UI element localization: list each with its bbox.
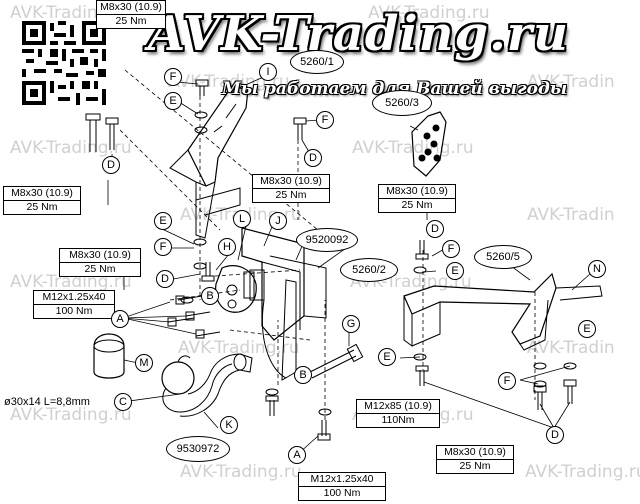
callout-c: C — [114, 393, 132, 411]
part-code-5260-3: 5260/3 — [372, 90, 432, 116]
tow-ball-spec: ø30x14 L=8,8mm — [4, 396, 90, 408]
spec-box-left-h: M8x30 (10.9) 25 Nm — [59, 248, 141, 277]
callout-d: D — [156, 270, 174, 288]
callout-i: I — [259, 63, 277, 81]
spec-box-left-d: M8x30 (10.9) 25 Nm — [3, 186, 81, 215]
spec-thread: M8x30 (10.9) — [11, 187, 73, 199]
part-code-5260-1: 5260/1 — [290, 50, 344, 74]
callout-g: G — [342, 315, 360, 333]
spec-torque: 25 Nm — [253, 188, 329, 202]
callout-a: A — [288, 446, 306, 464]
spec-thread: M8x30 (10.9) — [100, 1, 162, 13]
callout-e: E — [378, 348, 396, 366]
slogan-watermark: Мы работаем для Вашей выгоды — [222, 79, 568, 99]
spec-torque: 100 Nm — [299, 486, 385, 500]
callout-d: D — [426, 220, 444, 238]
callout-f: F — [442, 240, 460, 258]
part-code-5260-2: 5260/2 — [340, 258, 398, 282]
spec-torque: 25 Nm — [60, 262, 140, 276]
part-code-9530972: 9530972 — [166, 436, 230, 462]
callout-j: J — [269, 212, 287, 230]
callout-k: K — [220, 416, 238, 434]
callout-h: H — [218, 238, 236, 256]
spec-box-top: M8x30 (10.9) 25 Nm — [96, 0, 166, 29]
callout-e: E — [164, 92, 182, 110]
part-code-9520092: 9520092 — [296, 228, 358, 252]
brand-watermark: AVK-Trading.ru — [148, 6, 569, 62]
callout-m: M — [135, 354, 153, 372]
spec-box-center-d: M8x30 (10.9) 25 Nm — [252, 174, 330, 203]
callout-f: F — [498, 372, 516, 390]
callout-b: B — [294, 366, 312, 384]
spec-box-right-d: M8x30 (10.9) 25 Nm — [378, 184, 456, 213]
spec-thread: M8x30 (10.9) — [386, 185, 448, 197]
spec-thread: M8x30 (10.9) — [444, 446, 506, 458]
qr-code — [20, 19, 108, 107]
callout-f: F — [164, 68, 182, 86]
spec-torque: 25 Nm — [97, 14, 165, 28]
callout-l: L — [233, 210, 251, 228]
callout-e: E — [446, 262, 464, 280]
spec-thread: M12x85 (10.9) — [364, 400, 432, 412]
spec-torque: 25 Nm — [4, 200, 80, 214]
callout-e: E — [154, 212, 172, 230]
callout-d: D — [304, 149, 322, 167]
callout-d: D — [102, 156, 120, 174]
spec-torque: 25 Nm — [437, 459, 513, 473]
callout-e: E — [578, 320, 596, 338]
callout-n: N — [588, 260, 606, 278]
callout-a: A — [111, 310, 129, 328]
spec-box-a-top: M12x1.25x40 100 Nm — [33, 290, 115, 319]
spec-torque: 110Nm — [357, 413, 439, 427]
spec-box-a-bottom: M12x1.25x40 100 Nm — [298, 472, 386, 501]
spec-thread: M8x30 (10.9) — [69, 249, 131, 261]
spec-thread: M12x1.25x40 — [42, 291, 106, 303]
callout-f: F — [154, 238, 172, 256]
spec-thread: M12x1.25x40 — [310, 473, 374, 485]
spec-torque: 25 Nm — [379, 198, 455, 212]
callout-d: D — [546, 426, 564, 444]
part-code-5260-5: 5260/5 — [474, 245, 532, 269]
callout-f: F — [316, 111, 334, 129]
spec-box-bottom-d: M8x30 (10.9) 25 Nm — [436, 445, 514, 474]
spec-box-g: M12x85 (10.9) 110Nm — [356, 399, 440, 428]
spec-torque: 100 Nm — [34, 304, 114, 318]
spec-thread: M8x30 (10.9) — [260, 175, 322, 187]
callout-b: B — [201, 287, 219, 305]
